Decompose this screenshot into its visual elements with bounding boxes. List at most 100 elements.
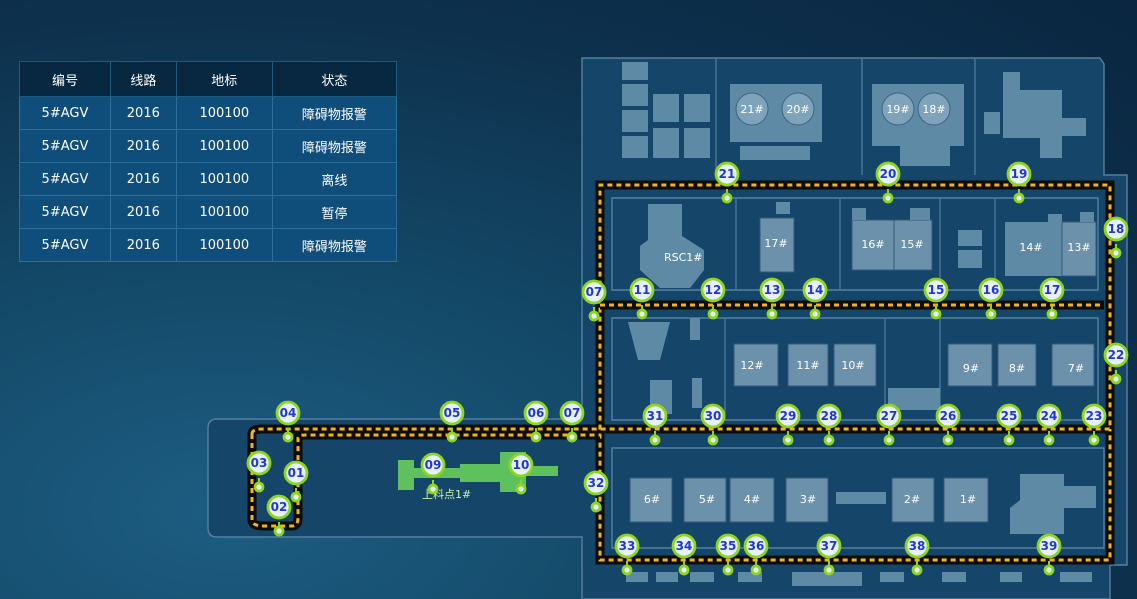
table-cell: 离线 <box>271 162 398 196</box>
route-point-01[interactable]: 01 <box>283 460 309 503</box>
route-point-30[interactable]: 30 <box>700 403 726 446</box>
building-label: 12# <box>740 359 763 372</box>
status-dot <box>1013 192 1025 204</box>
route-point-38[interactable]: 38 <box>904 533 930 576</box>
route-point-17[interactable]: 17 <box>1039 277 1065 320</box>
status-dot <box>566 431 578 443</box>
status-dot <box>930 308 942 320</box>
route-point-label: 14 <box>807 283 824 297</box>
route-point-label: 19 <box>1011 167 1028 181</box>
tank-shape <box>781 92 815 126</box>
table-cell: 5#AGV <box>19 96 111 130</box>
route-point-07[interactable]: 07 <box>559 400 585 443</box>
route-point-11[interactable]: 11 <box>629 277 655 320</box>
route-point-07[interactable]: 07 <box>581 279 607 322</box>
route-point-16[interactable]: 16 <box>978 277 1004 320</box>
route-point-19[interactable]: 19 <box>1006 161 1032 204</box>
agv-tracks <box>247 180 1115 565</box>
status-dot <box>1043 564 1055 576</box>
building-label: 19# <box>886 103 909 116</box>
route-point-22[interactable]: 22 <box>1103 342 1129 385</box>
route-point-label: 07 <box>586 285 603 299</box>
route-point-29[interactable]: 29 <box>775 403 801 446</box>
table-cell: 100100 <box>175 162 273 196</box>
status-dot <box>823 564 835 576</box>
column-header: 编号 <box>19 61 111 97</box>
route-point-14[interactable]: 14 <box>802 277 828 320</box>
status-dot <box>446 431 458 443</box>
route-point-20[interactable]: 20 <box>875 161 901 204</box>
route-point-label: 27 <box>881 409 898 423</box>
route-point-31[interactable]: 31 <box>642 403 668 446</box>
route-point-label: 32 <box>588 476 605 490</box>
route-point-32[interactable]: 32 <box>583 470 609 513</box>
equipment-label: RSC1# <box>664 251 703 264</box>
building-label: 17# <box>764 237 787 250</box>
status-dot <box>621 564 633 576</box>
table-cell: 障碍物报警 <box>271 96 398 130</box>
route-point-label: 07 <box>564 406 581 420</box>
building-label: 15# <box>900 238 923 251</box>
route-point-36[interactable]: 36 <box>743 533 769 576</box>
route-point-label: 38 <box>909 539 926 553</box>
route-point-15[interactable]: 15 <box>923 277 949 320</box>
table-cell: 5#AGV <box>19 228 111 262</box>
building-label: 18# <box>922 103 945 116</box>
building-label: 6# <box>644 493 660 506</box>
route-point-02[interactable]: 02 <box>266 494 292 537</box>
route-point-39[interactable]: 39 <box>1036 533 1062 576</box>
route-point-label: 31 <box>647 409 664 423</box>
route-point-label: 21 <box>719 167 736 181</box>
route-point-27[interactable]: 27 <box>876 403 902 446</box>
status-dot <box>882 192 894 204</box>
route-point-10[interactable]: 10 <box>508 452 534 495</box>
route-point-18[interactable]: 18 <box>1103 216 1129 259</box>
route-point-label: 22 <box>1108 348 1125 362</box>
route-point-12[interactable]: 12 <box>700 277 726 320</box>
route-point-34[interactable]: 34 <box>671 533 697 576</box>
tank-shape <box>917 92 951 126</box>
building-label: 21# <box>740 103 763 116</box>
route-point-09[interactable]: 09 <box>420 452 446 495</box>
route-point-33[interactable]: 33 <box>614 533 640 576</box>
route-point-21[interactable]: 21 <box>714 161 740 204</box>
route-point-23[interactable]: 23 <box>1081 403 1107 446</box>
route-point-13[interactable]: 13 <box>759 277 785 320</box>
table-cell: 100100 <box>175 96 273 130</box>
table-cell: 5#AGV <box>19 129 111 163</box>
route-point-label: 30 <box>705 409 722 423</box>
route-point-label: 01 <box>288 466 305 480</box>
route-point-04[interactable]: 04 <box>275 400 301 443</box>
table-cell: 2016 <box>109 228 177 262</box>
status-dot <box>707 308 719 320</box>
route-point-label: 18 <box>1108 222 1125 236</box>
status-dot <box>1046 308 1058 320</box>
status-dot <box>1110 373 1122 385</box>
column-header: 状态 <box>271 61 398 97</box>
route-point-label: 33 <box>619 539 636 553</box>
route-point-06[interactable]: 06 <box>523 400 549 443</box>
status-dot <box>707 434 719 446</box>
route-point-24[interactable]: 24 <box>1036 403 1062 446</box>
table-cell: 100100 <box>175 129 273 163</box>
route-point-03[interactable]: 03 <box>246 450 272 493</box>
route-point-35[interactable]: 35 <box>715 533 741 576</box>
route-point-25[interactable]: 25 <box>996 403 1022 446</box>
status-dot <box>722 564 734 576</box>
route-point-05[interactable]: 05 <box>439 400 465 443</box>
table-cell: 障碍物报警 <box>271 228 398 262</box>
route-point-label: 02 <box>271 500 288 514</box>
route-point-label: 24 <box>1041 409 1058 423</box>
building-labels: 21#20#19#18#17#16#15#14#13#12#11#10#9#8#… <box>644 92 1091 506</box>
route-point-26[interactable]: 26 <box>935 403 961 446</box>
route-point-28[interactable]: 28 <box>816 403 842 446</box>
route-point-37[interactable]: 37 <box>816 533 842 576</box>
building-label: 20# <box>786 103 809 116</box>
